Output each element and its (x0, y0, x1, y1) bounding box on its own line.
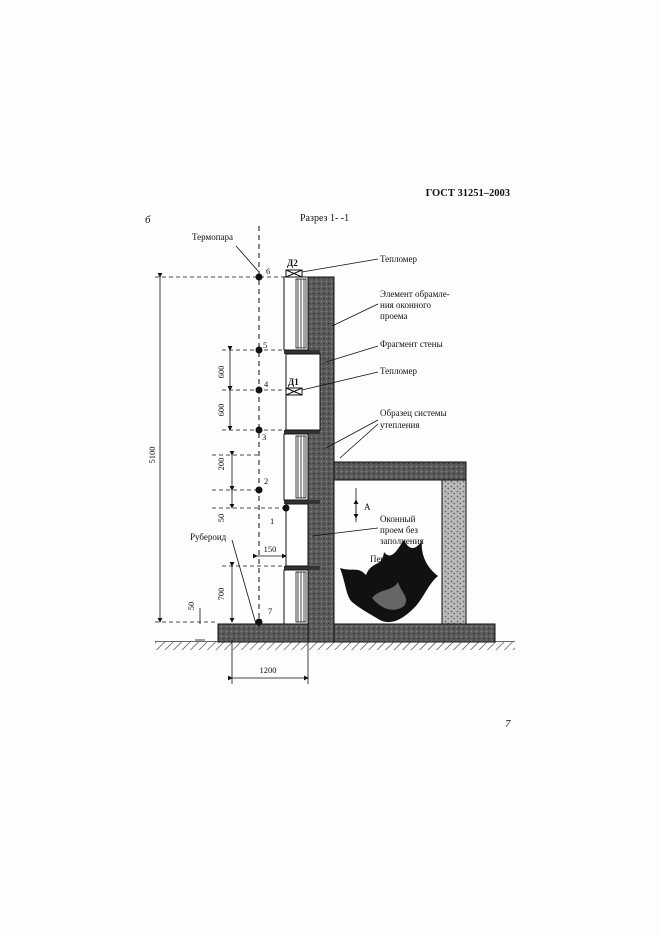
label-insulation-1: Образец системы (380, 408, 447, 418)
label-window-opening-1: Оконный (380, 514, 416, 524)
point-2 (255, 486, 263, 494)
furnace-roof (333, 461, 467, 481)
dim-600-lower: 600 (216, 404, 226, 417)
dim-50-mid: 50 (216, 514, 226, 523)
point-3 (255, 426, 263, 434)
frame-bottom (284, 566, 320, 570)
page-number: 7 (505, 718, 511, 730)
ground (155, 641, 515, 650)
label-frame-element-3: проема (380, 311, 408, 321)
frame-mid (284, 430, 320, 434)
reference-lines (155, 276, 286, 623)
label-frame-element-1: Элемент обрамле- (380, 289, 450, 299)
point-label-2: 2 (264, 476, 268, 486)
base-slab (217, 623, 496, 643)
label-frame-element-2: ния оконного (380, 300, 432, 310)
label-window-opening-3: заполнения (380, 536, 424, 546)
point-7 (255, 618, 263, 626)
section-title: Разрез 1- -1 (300, 213, 349, 224)
point-label-6: 6 (266, 266, 270, 276)
furnace-flame (340, 540, 438, 623)
label-roofing-felt: Рубероид (190, 532, 227, 542)
label-point-a: А (364, 502, 371, 512)
measurement-points (255, 273, 290, 626)
dim-700: 700 (216, 588, 226, 601)
dim-150: 150 (264, 544, 277, 554)
frame-low (284, 500, 320, 504)
label-d2: Д2 (287, 258, 298, 268)
main-wall (307, 276, 335, 643)
window-opening (285, 503, 309, 567)
label-heat-meter-top: Тепломер (380, 254, 417, 264)
dim-600-upper: 600 (216, 366, 226, 379)
leader-lines (301, 258, 379, 537)
point-1 (282, 504, 290, 512)
dim-1200: 1200 (260, 665, 277, 675)
point-5 (255, 346, 263, 354)
dim-5100: 5100 (147, 447, 157, 464)
point-6 (255, 273, 263, 281)
label-insulation-2: утепления (380, 420, 420, 430)
dimension-lines (157, 273, 309, 684)
point-label-3: 3 (262, 432, 266, 442)
label-furnace: Печь (370, 554, 389, 564)
dim-50-low: 50 (186, 602, 196, 611)
dim-200: 200 (216, 458, 226, 471)
label-wall-fragment: Фрагмент стены (380, 339, 443, 349)
standard-number: ГОСТ 31251–2003 (426, 188, 510, 199)
point-label-5: 5 (263, 340, 267, 350)
label-heat-meter-mid: Тепломер (380, 366, 417, 376)
point-4 (255, 386, 263, 394)
figure-letter: б (145, 214, 151, 226)
furnace-back-wall (441, 479, 467, 625)
label-window-opening-2: проем без (380, 525, 418, 535)
frame-top (284, 350, 320, 354)
label-thermocouple: Термопара (192, 232, 233, 242)
point-label-7: 7 (268, 606, 272, 616)
label-d1: Д1 (288, 377, 299, 387)
point-label-4: 4 (264, 379, 269, 389)
point-label-1: 1 (270, 516, 274, 526)
